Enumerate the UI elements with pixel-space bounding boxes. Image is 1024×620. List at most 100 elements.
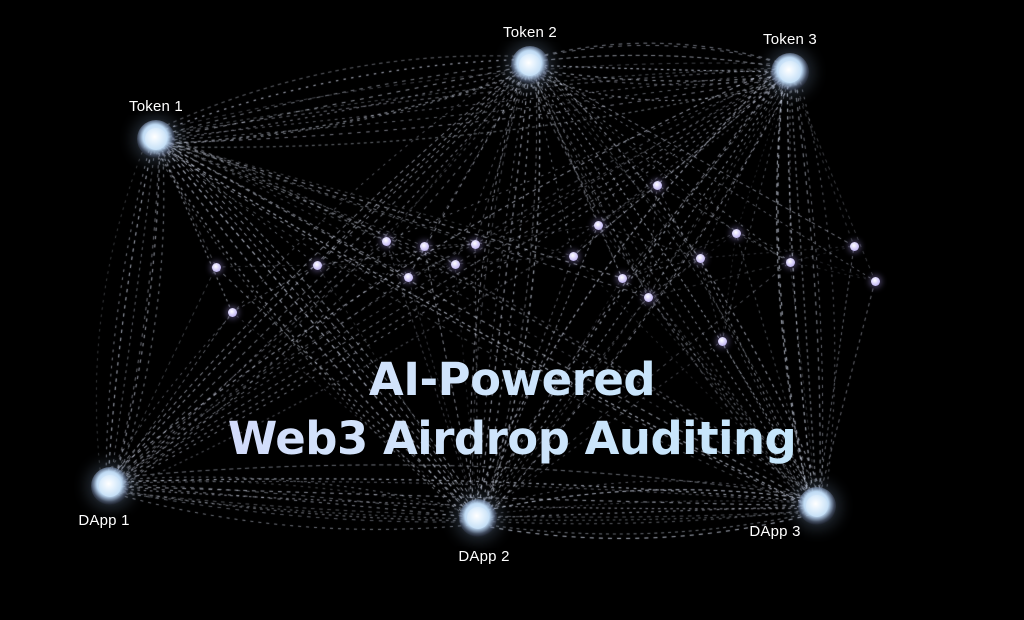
graph-edge (407, 243, 476, 278)
graph-edge (109, 489, 478, 523)
graph-edge (316, 264, 409, 278)
graph-edge (454, 64, 531, 265)
graph-edge (106, 61, 527, 483)
graph-edge (735, 232, 876, 282)
graph-edge (153, 142, 816, 511)
graph-edge (621, 232, 737, 279)
graph-edge (385, 64, 531, 242)
graph-edge (155, 138, 217, 268)
graph-edge (647, 296, 818, 507)
graph-edge (115, 139, 165, 487)
graph-edge (113, 139, 161, 487)
graph-node-label-dapp1: DApp 1 (78, 512, 130, 529)
graph-edge (385, 240, 479, 519)
graph-node-label-token1: Token 1 (129, 98, 183, 115)
graph-edge (316, 243, 476, 266)
graph-edge (529, 64, 649, 298)
graph-edge (572, 255, 818, 507)
graph-node-label-dapp2: DApp 2 (458, 548, 510, 565)
graph-edge (530, 45, 791, 67)
graph-edge (475, 64, 529, 518)
graph-edge (477, 296, 649, 519)
graph-edge (656, 184, 818, 507)
graph-edge (597, 224, 623, 279)
graph-edge (231, 311, 479, 519)
graph-edge (776, 72, 812, 507)
graph-edge (454, 263, 479, 519)
graph-edge (157, 70, 532, 145)
graph-edge (469, 65, 783, 513)
graph-edge (111, 75, 793, 490)
graph-edge (477, 64, 531, 519)
graph-edge (155, 138, 574, 257)
graph-edge (529, 67, 790, 82)
graph-edge (474, 243, 479, 519)
graph-edge (316, 264, 479, 519)
graph-edge (110, 480, 818, 504)
graph-edge (110, 478, 818, 503)
graph-edge (108, 69, 790, 485)
graph-edge (529, 64, 876, 282)
graph-edge (152, 144, 814, 513)
graph-edge (423, 245, 456, 265)
graph-edge (621, 257, 701, 279)
graph-edge (789, 71, 818, 507)
graph-edge (155, 138, 818, 507)
graph-edge (155, 138, 623, 279)
graph-edge (109, 491, 478, 530)
graph-edge (789, 245, 855, 263)
graph-edge (423, 245, 479, 519)
graph-edge (110, 483, 479, 517)
graph-edge (156, 73, 791, 142)
graph-edge (482, 74, 795, 522)
graph-edge (107, 138, 155, 486)
graph-edge (470, 64, 524, 518)
graph-edge (109, 71, 791, 487)
graph-edge (699, 71, 791, 259)
graph-edge (721, 340, 818, 507)
graph-edge (109, 485, 479, 519)
graph-edge (156, 66, 531, 142)
graph-edge (529, 64, 701, 259)
graph-edge (155, 138, 318, 266)
graph-edge (155, 64, 531, 140)
graph-edge (478, 510, 818, 535)
graph-edge (529, 72, 790, 101)
graph-edge (483, 65, 538, 519)
graph-edge (407, 64, 531, 278)
graph-edge (112, 139, 160, 487)
graph-edge (155, 138, 456, 265)
graph-edge (621, 277, 818, 507)
graph-edge (530, 54, 791, 70)
graph-edge (789, 71, 876, 282)
graph-node-label-dapp3: DApp 3 (749, 523, 801, 540)
graph-edge (110, 476, 479, 513)
graph-edge (477, 261, 791, 519)
graph-edge (109, 64, 531, 487)
graph-edge (105, 138, 153, 486)
graph-edge (109, 311, 233, 487)
graph-edge (115, 70, 537, 493)
graph-edge (155, 138, 425, 247)
graph-edge (155, 138, 233, 313)
graph-node-label-token2: Token 2 (503, 24, 557, 41)
graph-edge (154, 55, 529, 132)
graph-edge (113, 68, 535, 491)
graph-edge (231, 264, 318, 313)
graph-edge (621, 277, 649, 298)
graph-edge (155, 62, 530, 138)
graph-edge (109, 485, 818, 507)
graph-edge (797, 71, 836, 506)
graph-edge (647, 232, 737, 298)
graph-edge (735, 232, 818, 507)
graph-edge (150, 142, 474, 523)
graph-edge (156, 78, 791, 148)
graph-edge (155, 67, 790, 136)
graph-edge (777, 72, 812, 507)
graph-edge (477, 500, 817, 516)
graph-edge (316, 263, 456, 266)
graph-edge (109, 245, 425, 487)
graph-edge (474, 71, 791, 245)
graph-edge (454, 255, 574, 265)
